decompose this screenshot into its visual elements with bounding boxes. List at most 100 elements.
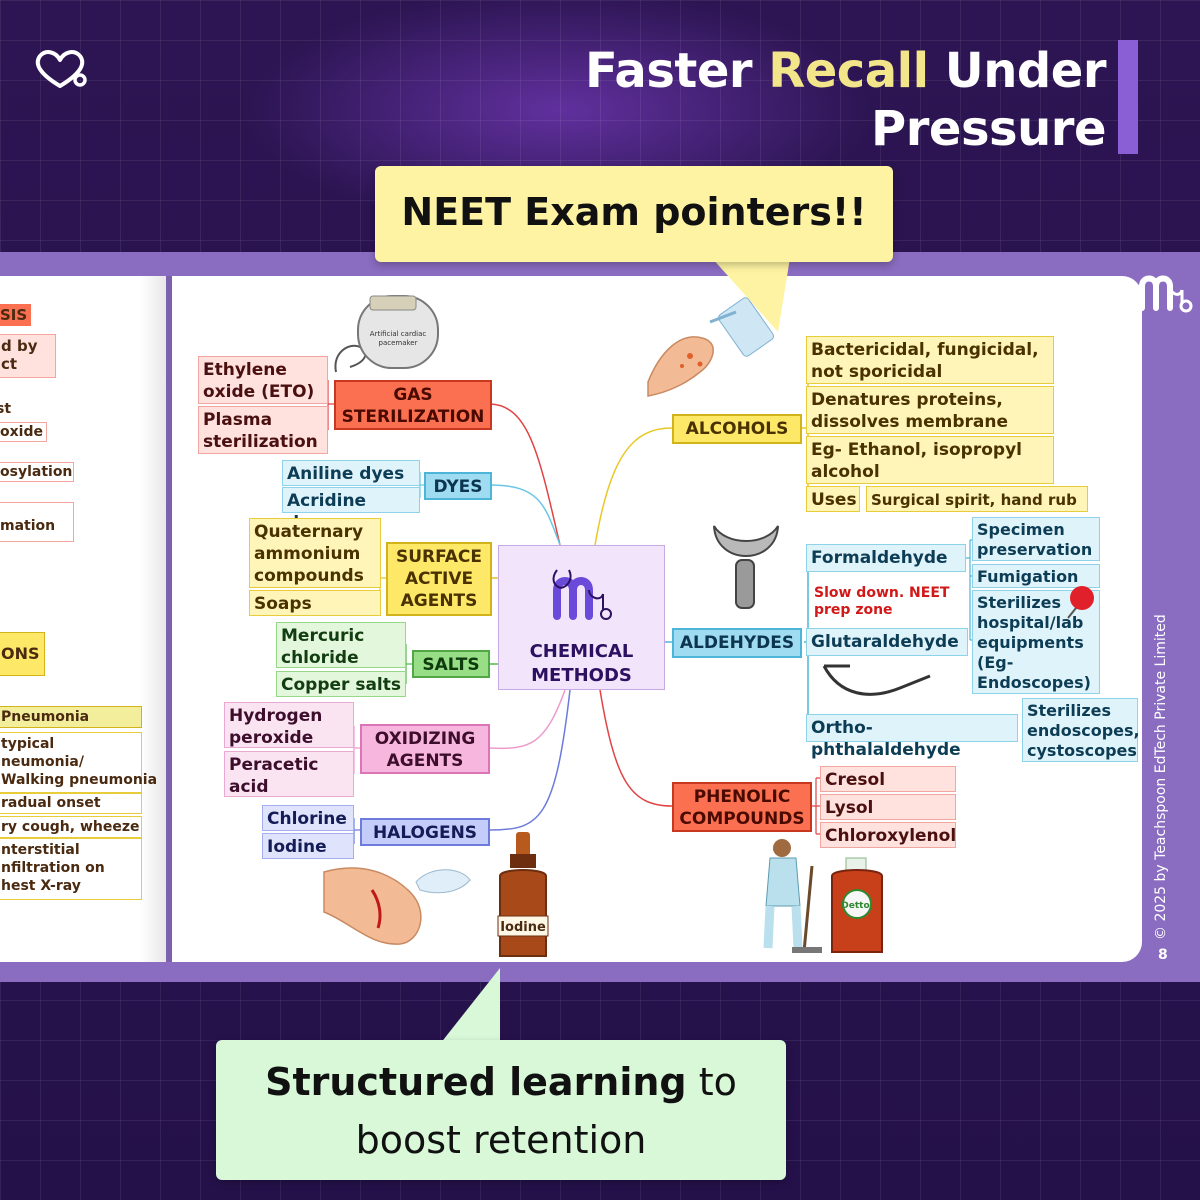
left-fragment: ONS [0,632,45,676]
node-text: OXIDIZING [374,729,476,749]
left-fragment: Walking pneumonia [1,772,158,788]
halogens-item-chlorine: Chlorine [262,805,354,831]
node-text: PHENOLIC [693,787,791,807]
callout-top-text: NEET Exam pointers!! [401,190,867,234]
dettol-bottle-illustration: Dettol [831,857,883,953]
node-text: equipments [977,633,1084,652]
alcohols-item: Denatures proteins,dissolves membrane li… [806,386,1054,454]
dyes-item: Aniline dyes [282,460,420,486]
callout-bottom-rest: to [686,1060,737,1104]
page-number: 8 [1158,947,1168,963]
node-aldehydes: ALDEHYDES [672,628,802,658]
aldehyde-opa: Ortho-phthalaldehyde [806,714,1018,760]
pacemaker-label: pacemaker [379,339,418,347]
center-logo-icon [552,569,612,620]
left-fragment: osylation [0,462,74,482]
node-text: ACTIVE [404,569,474,589]
left-fragment: st [0,401,12,417]
salts-item-copper: Copper salts [276,671,406,697]
dettol-label: Dettol [841,901,872,911]
pacemaker-label: Artificial cardiac [370,330,427,338]
node-text: peroxide [229,728,314,748]
node-dyes: DYES [424,472,492,500]
node-text: sterilization [203,432,318,452]
node-text: Denatures proteins, [811,390,1003,410]
corner-logo-icon [1139,275,1193,313]
headline: Faster Recall Under Pressure [584,42,1107,158]
phenolic-item: Cresol [820,766,956,792]
left-fragment: typical [1,736,55,752]
left-fragment: oxide [0,422,47,442]
node-text: chloride [281,648,359,668]
left-fragment: nterstitial [1,842,80,858]
node-text: Hydrogen [229,706,323,726]
node-text: Sterilizes [1027,701,1112,720]
node-halogens: HALOGENS [360,818,490,846]
node-text: Endoscopes) [977,673,1091,692]
left-fragment: radual onset [0,792,142,814]
callout-bottom-line2: boost retention [355,1118,647,1162]
headline-accent-bar [1118,40,1138,154]
left-fragment: SIS [0,304,32,326]
headline-highlight: Recall [768,43,929,99]
pushpin-icon [1067,586,1094,619]
node-text: compounds [254,566,364,586]
callout-bottom-line1: Structured learning to [216,1060,786,1104]
pacemaker-illustration: Artificial cardiac pacemaker [334,295,439,373]
node-text: Quaternary [254,522,364,542]
node-text: AGENTS [400,591,478,611]
headline-part1: Faster [584,43,769,99]
endoscope-illustration [822,664,931,696]
wound-hand-illustration [323,867,471,945]
brand-logo-icon [35,50,87,88]
aldehyde-glutaraldehyde: Glutaraldehyde [806,628,968,656]
node-text: SURFACE [395,547,483,567]
alcohols-uses-label: Uses [806,486,860,512]
left-fragment: ct [1,355,18,373]
left-fragment: neumonia/ [1,754,84,770]
node-text: Specimen [977,520,1065,539]
node-text: COMPOUNDS [679,809,805,829]
node-text: AGENTS [386,751,464,771]
node-text: Eg- Ethanol, isopropyl [811,440,1022,460]
copyright-text: © 2025 by Teachspoon EdTech Private Limi… [1153,614,1169,940]
node-text: Plasma [203,410,273,430]
left-fragment: ry cough, wheeze [0,816,142,838]
left-fragment: mation [0,502,74,542]
node-text: hospital/lab [977,613,1084,632]
phenolic-item: Chloroxylenol [820,822,956,848]
node-text: Peracetic [229,755,319,775]
left-fragment-box: typical neumonia/Walking pneumonia [0,732,157,794]
alcohols-item: Bactericidal, fungicidal,not sporicidal [806,336,1054,384]
node-text: alcohol [811,462,880,482]
callout-neet-pointers: NEET Exam pointers!! [375,166,893,262]
node-text: cystoscopes [1027,741,1137,760]
left-fragment: hest X-ray [1,878,81,894]
left-fragment: d by [1,337,38,355]
node-text: (Eg- [977,653,1014,672]
alcohols-uses-value: Surgical spirit, hand rub [866,486,1088,512]
node-text: GAS [393,385,433,405]
headline-part2: Under [928,43,1107,99]
node-text: Sterilizes [977,593,1062,612]
node-text: STERILIZATION [341,407,485,427]
cleaner-illustration [763,839,822,953]
node-text: not sporicidal [811,362,943,382]
node-text: Bactericidal, fungicidal, [811,340,1039,360]
node-text: CHEMICAL [529,641,634,662]
impression-tray-illustration [713,525,779,609]
node-text: acid [229,777,269,797]
